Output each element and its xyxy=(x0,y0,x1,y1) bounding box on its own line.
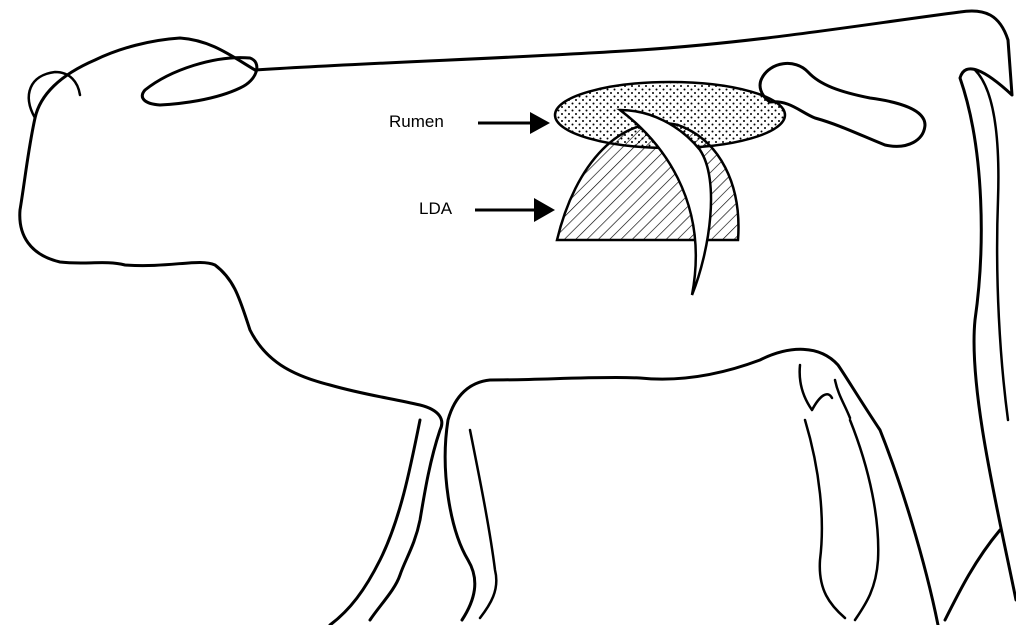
cow-hip-bone xyxy=(760,63,925,146)
rumen-label: Rumen xyxy=(389,113,444,130)
cow-ear xyxy=(142,58,257,105)
rumen-arrow-head xyxy=(530,112,550,134)
cow-hind-leg-line xyxy=(805,420,878,620)
lda-arrow-head xyxy=(534,198,555,222)
lda-label: LDA xyxy=(419,200,452,217)
